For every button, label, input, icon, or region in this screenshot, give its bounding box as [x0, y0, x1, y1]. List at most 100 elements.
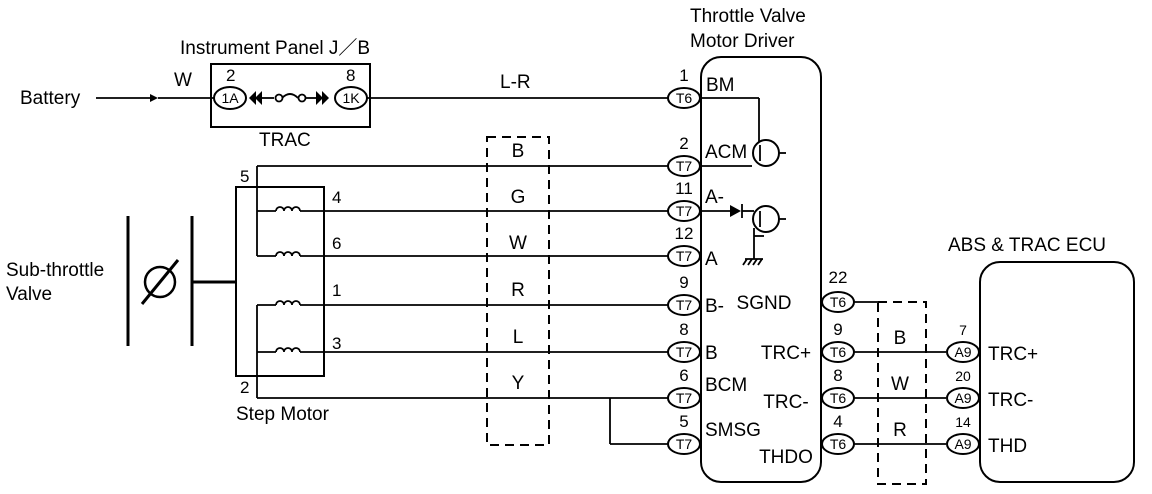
svg-text:20: 20 [955, 368, 971, 384]
instrument-panel-jb-box [210, 63, 371, 128]
svg-text:7: 7 [959, 322, 967, 338]
wire-color-l-r: L-R [500, 72, 531, 93]
connector-1k: 1K [334, 86, 368, 110]
motor-driver-box [700, 56, 822, 483]
svg-text:22: 22 [829, 268, 848, 287]
driver-right-pin-4: THDO 4 T6 [759, 412, 855, 468]
driver-left-pin-5: 9 T7 B- [667, 273, 724, 317]
svg-text:5: 5 [679, 412, 688, 431]
ecu-pin-2: 20 A9 TRC- [946, 368, 1033, 411]
battery-label: Battery [20, 88, 81, 109]
svg-text:SGND: SGND [737, 293, 792, 314]
jb-pin-left: 2 [226, 66, 235, 85]
step-motor-label: Step Motor [236, 404, 330, 425]
svg-text:8: 8 [833, 366, 842, 385]
wire-color-w: W [174, 70, 192, 91]
svg-text:14: 14 [955, 414, 971, 430]
svg-text:B-: B- [705, 296, 724, 317]
driver-left-pin-3: 11 T7 A- [667, 179, 724, 222]
svg-text:4: 4 [833, 412, 842, 431]
svg-text:T7: T7 [676, 436, 693, 452]
svg-text:T6: T6 [830, 390, 847, 406]
svg-text:T7: T7 [676, 390, 693, 406]
svg-text:T7: T7 [676, 297, 693, 313]
svg-text:T6: T6 [830, 436, 847, 452]
svg-text:11: 11 [675, 179, 693, 198]
instrument-panel-jb-title: Instrument Panel J／B [180, 37, 370, 59]
motor-pin-2: 2 [240, 378, 249, 397]
svg-text:12: 12 [675, 224, 694, 243]
svg-text:TRC+: TRC+ [988, 344, 1038, 365]
driver-left-pin-8: 5 T7 SMSG [667, 412, 761, 455]
motor-to-driver-wires [257, 165, 668, 445]
driver-left-pin-4: 12 T7 A [667, 224, 718, 270]
svg-text:TRC-: TRC- [763, 392, 808, 413]
motor-pin-1: 1 [332, 281, 341, 300]
ecu-pin-1: 7 A9 TRC+ [946, 322, 1038, 365]
ecu-title: ABS & TRAC ECU [948, 235, 1106, 256]
svg-text:T6: T6 [830, 294, 847, 310]
right-wire-color-1: B [894, 328, 907, 349]
driver-to-ecu-wires [854, 301, 946, 445]
svg-text:TRC+: TRC+ [761, 343, 811, 364]
driver-left-pin-1: 1 T6 BM [667, 66, 735, 109]
svg-text:T6: T6 [676, 90, 693, 106]
svg-text:1: 1 [679, 66, 688, 85]
right-wire-color-2: W [891, 374, 909, 395]
driver-title-2: Motor Driver [690, 31, 795, 52]
svg-text:A-: A- [705, 187, 724, 208]
svg-text:BCM: BCM [705, 375, 747, 396]
driver-left-pin-6: 8 T7 B [667, 320, 718, 364]
svg-text:2: 2 [679, 134, 688, 153]
sub-throttle-label-1: Sub-throttle [6, 260, 104, 281]
wire-color-4: R [511, 280, 525, 301]
step-motor-box [235, 186, 325, 377]
motor-coil-b [256, 300, 323, 398]
svg-text:A: A [705, 249, 718, 270]
wire-color-6: Y [512, 373, 525, 394]
wire-color-3: W [509, 233, 527, 254]
svg-text:SMSG: SMSG [705, 420, 761, 441]
motor-pin-5: 5 [240, 167, 249, 186]
driver-left-pin-7: 6 T7 BCM [667, 366, 747, 409]
svg-text:BM: BM [706, 75, 735, 96]
svg-text:1A: 1A [221, 90, 239, 106]
svg-text:A9: A9 [954, 390, 971, 406]
right-wire-color-3: R [893, 420, 907, 441]
motor-coil-a [256, 166, 323, 257]
battery-wire [96, 94, 218, 102]
motor-pin-6: 6 [332, 234, 341, 253]
shield-box-right [877, 301, 927, 485]
wire-color-5: L [513, 327, 524, 348]
sub-throttle-valve-symbol [126, 216, 236, 346]
motor-pin-3: 3 [332, 334, 341, 353]
wire-color-2: G [511, 187, 526, 208]
driver-title-1: Throttle Valve [690, 6, 806, 27]
trac-fuse-label: TRAC [259, 130, 311, 151]
svg-text:8: 8 [679, 320, 688, 339]
sub-throttle-label-2: Valve [6, 284, 52, 305]
svg-text:THD: THD [988, 436, 1027, 457]
motor-pin-4: 4 [332, 188, 341, 207]
shield-box-left [486, 136, 550, 446]
svg-text:T6: T6 [830, 344, 847, 360]
driver-transistor-symbols [700, 97, 786, 266]
connector-1a: 1A [213, 86, 247, 110]
svg-text:TRC-: TRC- [988, 390, 1033, 411]
ecu-pin-3: 14 A9 THD [946, 414, 1027, 457]
wire-color-1: B [512, 141, 525, 162]
svg-text:A9: A9 [954, 436, 971, 452]
svg-text:T7: T7 [676, 344, 693, 360]
svg-text:A9: A9 [954, 344, 971, 360]
svg-text:T7: T7 [676, 158, 693, 174]
svg-text:1K: 1K [342, 90, 360, 106]
svg-text:B: B [705, 343, 718, 364]
svg-text:THDO: THDO [759, 447, 813, 468]
svg-text:6: 6 [679, 366, 688, 385]
fuse-link [249, 91, 329, 105]
svg-text:T7: T7 [676, 248, 693, 264]
driver-right-pin-3: TRC- 8 T6 [763, 366, 855, 413]
driver-right-pin-2: TRC+ 9 T6 [761, 320, 855, 364]
driver-left-pin-2: 2 T7 ACM [667, 134, 747, 177]
